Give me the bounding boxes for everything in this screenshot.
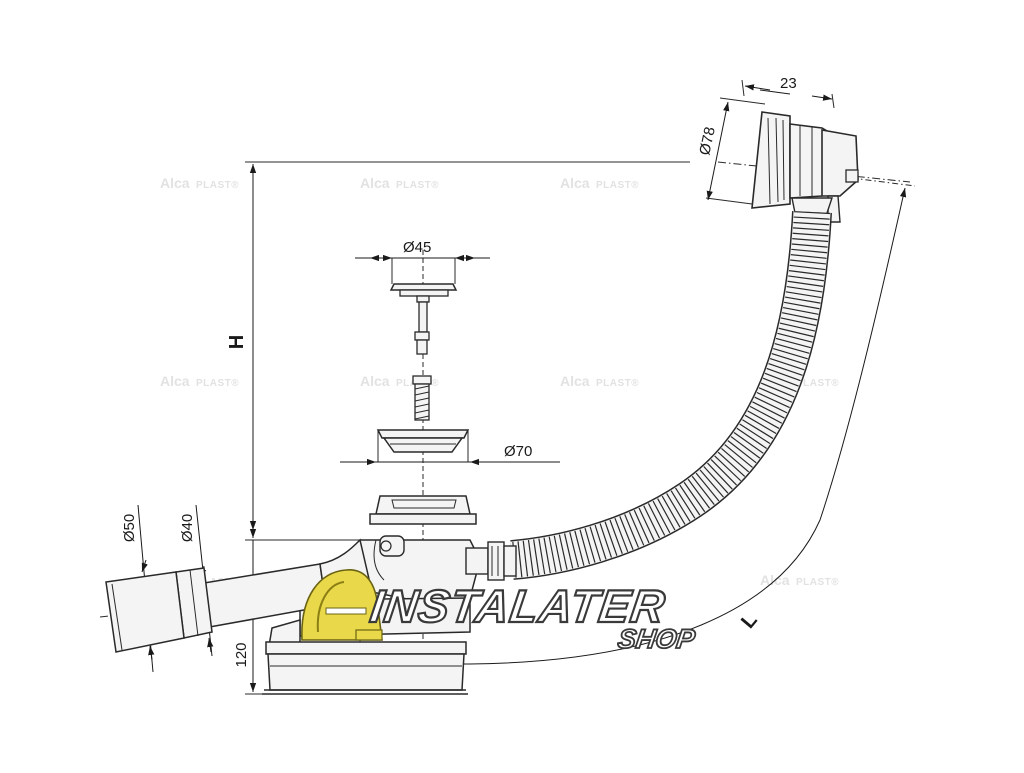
dimension-h: H <box>226 161 690 541</box>
dimension-l-label: L <box>737 609 762 633</box>
svg-text:PLAST®: PLAST® <box>596 378 639 389</box>
watermark: Alca PLAST® <box>360 175 439 191</box>
svg-text:Alca: Alca <box>560 373 590 389</box>
drain-plug: Ø45 <box>355 239 490 680</box>
logo-main-text: INSTALATER <box>366 579 670 633</box>
svg-text:PLAST®: PLAST® <box>396 180 439 191</box>
dimension-d45-label: Ø45 <box>403 239 431 256</box>
svg-text:Alca: Alca <box>560 175 590 191</box>
grid-cover: Ø70 <box>340 429 560 466</box>
svg-text:Alca: Alca <box>360 175 390 191</box>
threaded-screw <box>412 375 432 421</box>
dimension-23-label: 23 <box>780 75 797 92</box>
svg-text:PLAST®: PLAST® <box>796 378 839 389</box>
watermarks: Alca PLAST® Alca PLAST® Alca PLAST® Alca… <box>160 175 839 588</box>
corrugated-hose <box>510 210 832 580</box>
logo-shop-text: SHOP <box>615 622 699 655</box>
svg-text:Alca: Alca <box>160 175 190 191</box>
svg-text:Alca: Alca <box>160 373 190 389</box>
dimension-d50-label: Ø50 <box>121 514 138 542</box>
watermark: Alca PLAST® <box>760 572 839 588</box>
svg-text:SHOP: SHOP <box>616 623 698 654</box>
watermark: Alca PLAST® <box>560 175 639 191</box>
overflow-head: 23 Ø78 <box>696 75 911 223</box>
svg-text:PLAST®: PLAST® <box>196 378 239 389</box>
watermark: Alca PLAST® <box>560 373 639 389</box>
dimension-d40-label: Ø40 <box>179 514 196 542</box>
dimension-h-label: H <box>226 335 248 349</box>
watermark: Alca PLAST® <box>160 175 239 191</box>
watermark: Alca PLAST® <box>160 373 239 389</box>
installater-shop-logo: INSTALATER SHOP <box>301 569 699 655</box>
dimension-120-label: 120 <box>233 642 250 667</box>
svg-text:PLAST®: PLAST® <box>196 180 239 191</box>
dimension-d78-label: Ø78 <box>696 125 719 156</box>
svg-text:PLAST®: PLAST® <box>596 180 639 191</box>
svg-text:Alca: Alca <box>360 373 390 389</box>
svg-text:PLAST®: PLAST® <box>796 577 839 588</box>
dimension-d70-label: Ø70 <box>504 443 532 460</box>
svg-text:INSTALATER: INSTALATER <box>367 580 669 632</box>
